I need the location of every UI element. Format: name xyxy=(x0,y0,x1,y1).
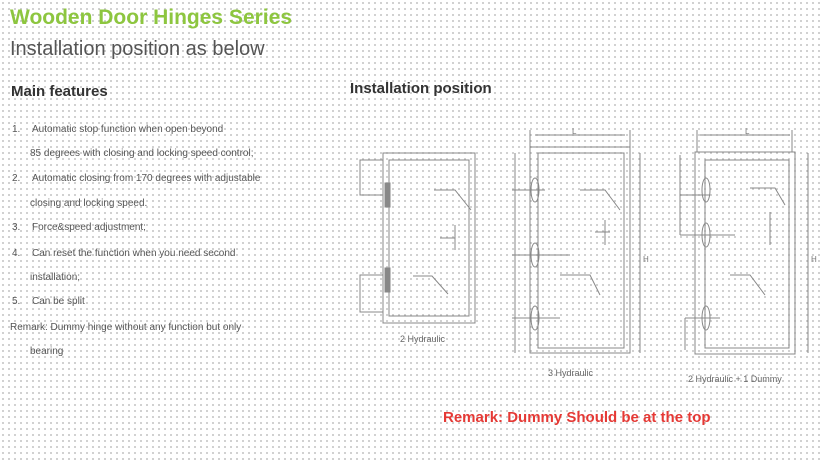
diagram-2-hydraulic-1-dummy xyxy=(679,130,809,355)
caption-2-hydraulic: 2 Hydraulic xyxy=(400,334,446,344)
list-item: Can be split xyxy=(32,296,85,307)
list-item: installation; xyxy=(30,272,81,283)
diagram-3-hydraulic xyxy=(512,130,641,354)
caption-2-hydraulic-1-dummy: 2 Hydraulic + 1 Dummy xyxy=(688,374,782,384)
page-subtitle: Installation position as below xyxy=(10,38,265,60)
list-number: 5. xyxy=(12,296,21,307)
features-remark: Remark: Dummy hinge without any function… xyxy=(10,322,242,333)
features-remark: bearing xyxy=(30,346,64,357)
list-number: 4. xyxy=(12,248,21,259)
list-number: 3. xyxy=(12,222,21,233)
dim-width-label: L xyxy=(572,127,577,136)
list-number: 1. xyxy=(12,124,21,135)
dim-width-label: L xyxy=(745,127,750,136)
caption-3-hydraulic: 3 Hydraulic xyxy=(548,368,594,378)
dim-height-label: H xyxy=(643,255,649,264)
list-item: Can reset the function when you need sec… xyxy=(32,248,236,259)
dim-height-label: H xyxy=(811,255,817,264)
diagram-2-hydraulic xyxy=(359,152,476,324)
list-item: Automatic stop function when open beyond xyxy=(32,124,224,135)
list-item: Automatic closing from 170 degrees with … xyxy=(32,173,261,184)
installation-heading: Installation position xyxy=(350,80,492,97)
list-item: Force&speed adjustment; xyxy=(32,222,146,233)
features-heading: Main features xyxy=(11,83,108,100)
dummy-position-remark: Remark: Dummy Should be at the top xyxy=(443,409,711,426)
list-item: 85 degrees with closing and locking spee… xyxy=(30,148,254,159)
list-number: 2. xyxy=(12,173,21,184)
list-item: closing and locking speed. xyxy=(30,198,148,209)
page-title: Wooden Door Hinges Series xyxy=(10,6,292,29)
